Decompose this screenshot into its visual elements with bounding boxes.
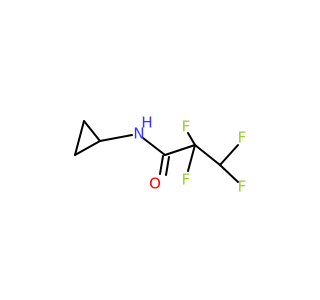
- bond-ring-2: [83, 120, 101, 142]
- structure-diagram: H N O F F F F: [74, 114, 247, 196]
- bond-ring-3: [74, 120, 85, 156]
- atom-label-h: H: [141, 114, 152, 132]
- bond-carbonyl-o-2: [165, 156, 170, 176]
- bond-cf2-f-bottom: [187, 144, 196, 172]
- bond-carbonyl-o-1: [159, 155, 164, 175]
- bond-cf2-chf2: [194, 144, 221, 166]
- atom-label-f-cf2-top: F: [182, 118, 191, 136]
- bond-chf2-f-bottom: [219, 164, 239, 183]
- bond-ring-n: [99, 134, 133, 142]
- atom-label-n: N: [133, 125, 144, 143]
- bond-n-carbonyl: [142, 137, 166, 156]
- atom-label-o: O: [149, 175, 161, 193]
- bond-chf2-f-top: [219, 144, 239, 166]
- bond-carbonyl-cf2: [164, 144, 196, 156]
- bond-ring-1: [74, 140, 101, 156]
- atom-label-f-cf2-bottom: F: [182, 171, 191, 189]
- molecule-canvas: H N O F F F F: [74, 113, 247, 196]
- bond-cf2-f-top: [187, 132, 196, 146]
- atom-label-f-chf2-bottom: F: [238, 178, 247, 196]
- atom-label-f-chf2-top: F: [238, 129, 247, 147]
